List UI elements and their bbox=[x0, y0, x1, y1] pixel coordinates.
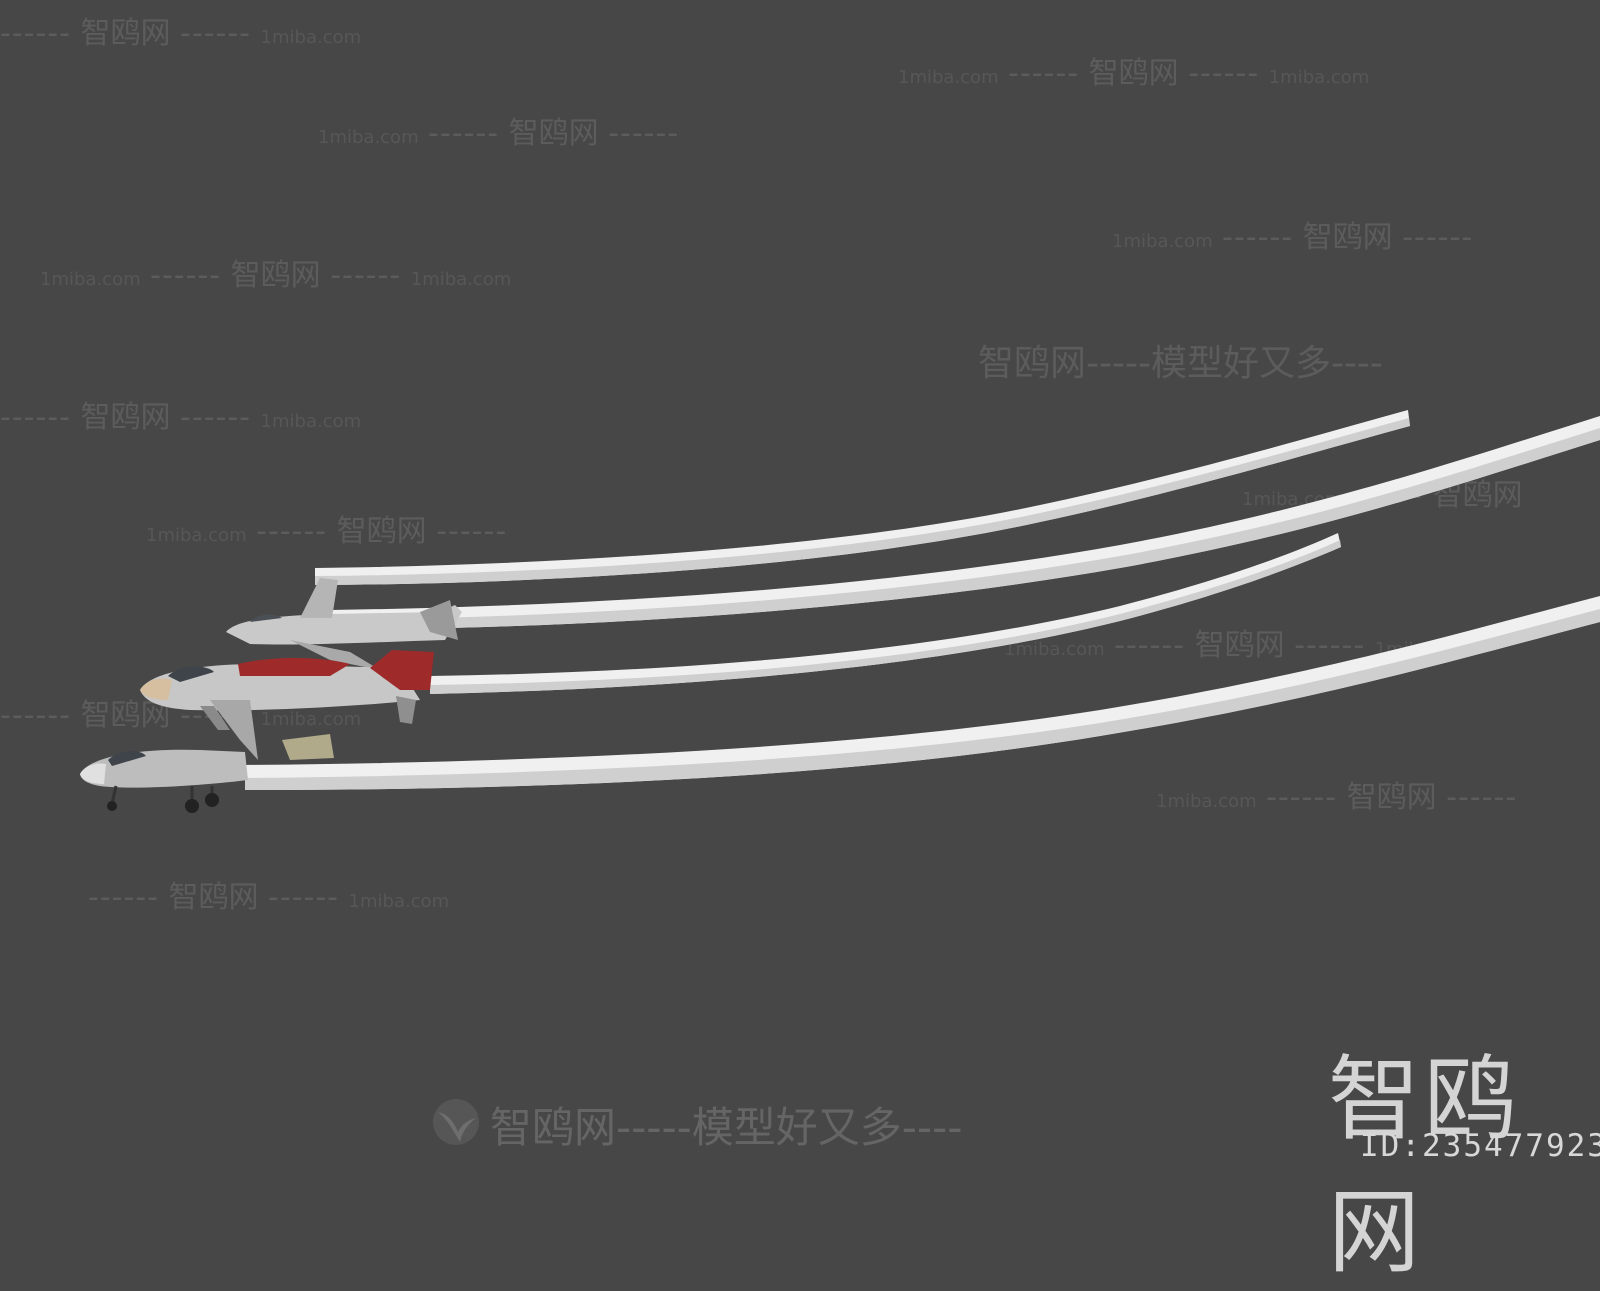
watermark-dashes: ------ bbox=[1402, 220, 1474, 255]
aircraft bbox=[80, 734, 334, 813]
watermark-url: 1miba.com bbox=[410, 269, 512, 290]
watermark-dashes: ------ bbox=[150, 258, 222, 293]
watermark-dashes: ------ bbox=[0, 400, 71, 435]
watermark-dashes: ------ bbox=[428, 116, 500, 151]
aircraft bbox=[226, 578, 462, 670]
watermark-url: 1miba.com bbox=[348, 891, 450, 912]
watermark-brand: 智鸥网 bbox=[1302, 220, 1393, 255]
render-scene bbox=[80, 410, 1600, 813]
watermark-dashes: ------ bbox=[1114, 628, 1186, 663]
watermark-url: 1miba.com bbox=[40, 269, 141, 290]
watermark-row: 1miba.com ------ 智鸥网 ------ bbox=[146, 506, 507, 550]
watermark-url: 1miba.com bbox=[318, 127, 419, 148]
watermark-row: 1miba.com ------ 智鸥网 ------ 1miba.com bbox=[40, 250, 511, 294]
image-id: ID:235477923 bbox=[1360, 1128, 1600, 1164]
watermark-dashes: ------ bbox=[1188, 56, 1260, 91]
watermark-dashes: ------ bbox=[0, 698, 71, 733]
watermark-dashes: ------ bbox=[1446, 780, 1518, 815]
watermark-row: 1miba.com ------ 智鸥网 ------ 1miba.com bbox=[898, 48, 1369, 92]
watermark-brand: 智鸥网 bbox=[508, 116, 599, 151]
watermark-brand: 智鸥网 bbox=[80, 400, 171, 435]
watermark-url: 1miba.com bbox=[146, 525, 247, 546]
aircraft bbox=[140, 650, 434, 760]
watermark-dashes: ------ bbox=[1294, 628, 1366, 663]
watermark-brand: 智鸥网 bbox=[80, 16, 171, 51]
watermark-url: 1miba.com bbox=[1268, 67, 1370, 88]
watermark-brand: 智鸥网 bbox=[230, 258, 321, 293]
watermark-url: 1miba.com bbox=[260, 709, 362, 730]
contrail bbox=[315, 410, 1410, 585]
watermark-dashes: ------ bbox=[1008, 56, 1080, 91]
watermark-dashes: ------ bbox=[1222, 220, 1294, 255]
watermark-dashes: ------ bbox=[268, 880, 339, 915]
contrail bbox=[430, 533, 1341, 694]
watermark-brand: 智鸥网 bbox=[80, 698, 171, 733]
watermark-brand: 智鸥网 bbox=[168, 880, 259, 915]
footer-tagline: 智鸥网-----模型好又多---- bbox=[490, 1103, 963, 1152]
watermark-url: 1miba.com bbox=[1004, 639, 1105, 660]
watermark-dashes: ------ bbox=[608, 116, 680, 151]
watermark-brand: 智鸥网 bbox=[336, 514, 427, 549]
watermark-url: 1miba.com bbox=[260, 27, 362, 48]
watermark-url: 1miba.com bbox=[898, 67, 999, 88]
watermark-dashes: ------ bbox=[1266, 780, 1338, 815]
watermark-row: 1miba.com ------ 智鸥网 ------ bbox=[1112, 212, 1473, 256]
watermark-dashes: ------ bbox=[436, 514, 508, 549]
watermark-dashes: ------ bbox=[256, 514, 328, 549]
watermark-dashes: ------ bbox=[330, 258, 402, 293]
watermark-brand: 智鸥网 bbox=[1346, 780, 1437, 815]
watermark-row: ------ 智鸥网 ------ 1miba.com bbox=[0, 8, 361, 52]
watermark-url: 1miba.com bbox=[1156, 791, 1257, 812]
watermark-brand: 智鸥网 bbox=[1088, 56, 1179, 91]
watermark-row: ------ 智鸥网 ------ 1miba.com bbox=[0, 392, 361, 436]
watermark-row: ------ 智鸥网 ------ 1miba.com bbox=[88, 872, 449, 916]
watermark-brand: 智鸥网 bbox=[1194, 628, 1285, 663]
contrail bbox=[245, 596, 1600, 790]
watermark-tagline: 智鸥网-----模型好又多---- bbox=[978, 343, 1383, 384]
watermark-row: 1miba.com ------ 智鸥网 ------ bbox=[318, 108, 679, 152]
watermark-url: 1miba.com bbox=[1112, 231, 1213, 252]
watermark-url: 1miba.com bbox=[260, 411, 362, 432]
seagull-icon bbox=[433, 1099, 479, 1145]
watermark-dashes: ------ bbox=[88, 880, 159, 915]
watermark-dashes: ------ bbox=[180, 16, 251, 51]
watermark-dashes: ------ bbox=[0, 16, 71, 51]
watermark-dashes: ------ bbox=[180, 400, 251, 435]
watermark-row: 1miba.com ------ 智鸥网 ------ bbox=[1156, 772, 1517, 816]
